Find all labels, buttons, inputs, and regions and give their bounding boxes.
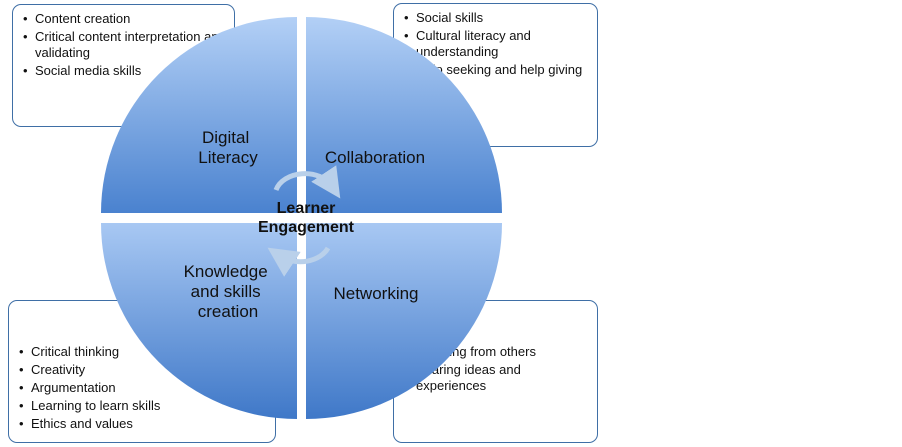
quadrant-knowledge-creation xyxy=(101,223,297,419)
bullet-item: Content creation xyxy=(23,11,226,27)
quadrant-label-digital-literacy: Digital Literacy xyxy=(198,128,258,167)
quadrant-digital-literacy xyxy=(101,17,297,213)
bullet-item: Social media skills xyxy=(23,63,226,79)
bullet-item: Social skills xyxy=(404,10,589,26)
center-label-line2: Engagement xyxy=(257,219,354,236)
quadrant-collaboration xyxy=(306,17,502,213)
bullet-item: Critical content interpretation and vali… xyxy=(23,29,226,61)
cycle-arrow-top xyxy=(273,165,341,199)
bullet-item: Ethics and values xyxy=(19,416,267,432)
bullet-item: Cultural literacy and understanding xyxy=(404,28,589,60)
cycle-arrow-bottom xyxy=(267,246,331,277)
quadrant-label-collaboration: Collaboration xyxy=(325,148,425,167)
bullet-item: Creativity xyxy=(19,362,267,378)
bullet-item: Critical thinking xyxy=(19,344,267,360)
bullet-item: Learning to learn skills xyxy=(19,398,267,414)
quadrant-networking xyxy=(306,223,502,419)
bullet-item: Argumentation xyxy=(19,380,267,396)
center-label: Learner Engagement xyxy=(232,199,380,237)
quadrant-label-networking: Networking xyxy=(333,284,418,303)
quadrant-label-knowledge-creation: Knowledge and skills creation xyxy=(184,262,273,321)
center-label-line1: Learner xyxy=(276,200,336,217)
